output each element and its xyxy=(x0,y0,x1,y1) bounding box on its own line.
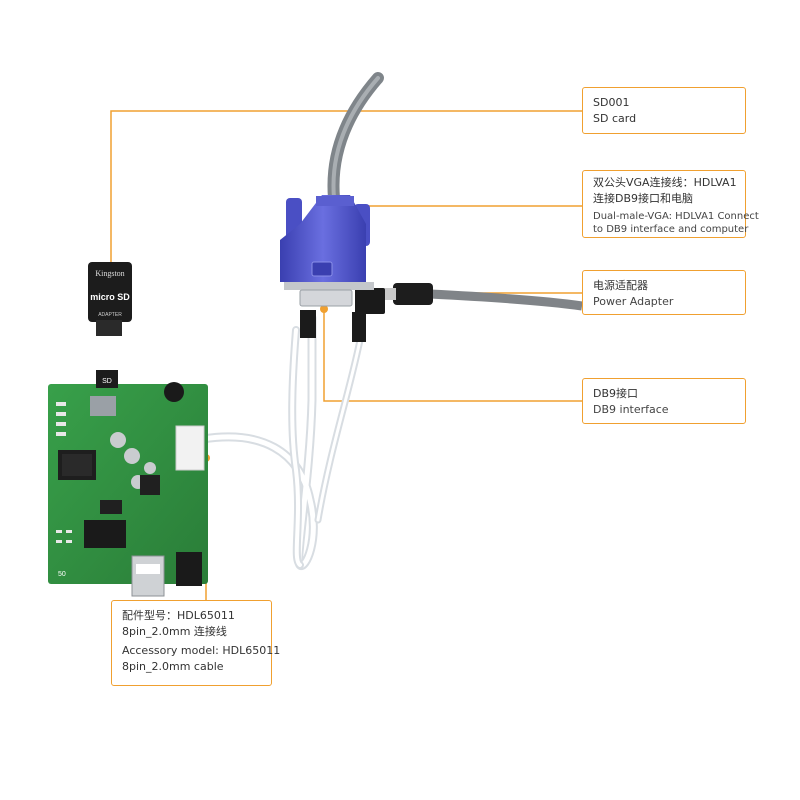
buzzer xyxy=(164,382,184,402)
board-sd-label: SD xyxy=(102,378,112,385)
vga-callout-en2: to DB9 interface and computer xyxy=(593,224,749,235)
vga-callout: 双公头VGA连接线：HDLVA1 连接DB9接口和电脑 Dual-male-VG… xyxy=(582,170,759,238)
cable-callout-en1: Accessory model: HDL65011 xyxy=(122,644,281,657)
sd-leader-line xyxy=(110,110,582,283)
power-cable xyxy=(429,289,583,311)
sd-callout: SD001 SD card xyxy=(582,87,746,134)
board-50-label: 50 xyxy=(58,571,66,578)
sd-adapter-label: ADAPTER xyxy=(98,312,122,318)
ribbon-connector xyxy=(300,310,316,338)
vga-callout-en1: Dual-male-VGA: HDLVA1 Connect xyxy=(593,211,759,222)
usb-port xyxy=(131,555,165,597)
cable-callout: 配件型号：HDL65011 8pin_2.0mm 连接线 Accessory m… xyxy=(111,600,281,686)
sd-card: Kingston micro SD ADAPTER xyxy=(88,262,132,336)
sd-callout-line1: SD001 xyxy=(593,96,630,109)
db9-leader-line xyxy=(323,309,582,402)
pcb-board: SD 50 xyxy=(48,370,208,597)
power-callout-en: Power Adapter xyxy=(593,295,674,308)
sd-brand: Kingston xyxy=(95,269,124,278)
sd-callout-line2: SD card xyxy=(593,112,637,125)
db9-callout-cn: DB9接口 xyxy=(593,387,639,400)
db9-leader-dot xyxy=(320,305,328,313)
ribbon-cable xyxy=(198,313,364,570)
power-callout-cn: 电源适配器 xyxy=(593,279,648,292)
sd-type: micro SD xyxy=(90,292,130,302)
db9-callout: DB9接口 DB9 interface xyxy=(582,378,746,424)
vga-callout-cn1: 双公头VGA连接线：HDLVA1 xyxy=(593,176,737,189)
vga-callout-cn2: 连接DB9接口和电脑 xyxy=(593,192,694,205)
cable-callout-cn1: 配件型号：HDL65011 xyxy=(122,609,235,622)
cable-callout-cn2: 8pin_2.0mm 连接线 xyxy=(122,625,227,638)
pin-header xyxy=(84,520,126,548)
power-callout: 电源适配器 Power Adapter xyxy=(582,270,746,315)
dc-jack xyxy=(176,552,202,586)
vga-connector xyxy=(280,195,374,307)
db9-callout-en: DB9 interface xyxy=(593,403,669,416)
power-jack xyxy=(355,288,385,314)
cable-callout-en2: 8pin_2.0mm cable xyxy=(122,660,224,673)
ribbon-socket xyxy=(175,425,205,471)
power-plug xyxy=(393,283,433,305)
